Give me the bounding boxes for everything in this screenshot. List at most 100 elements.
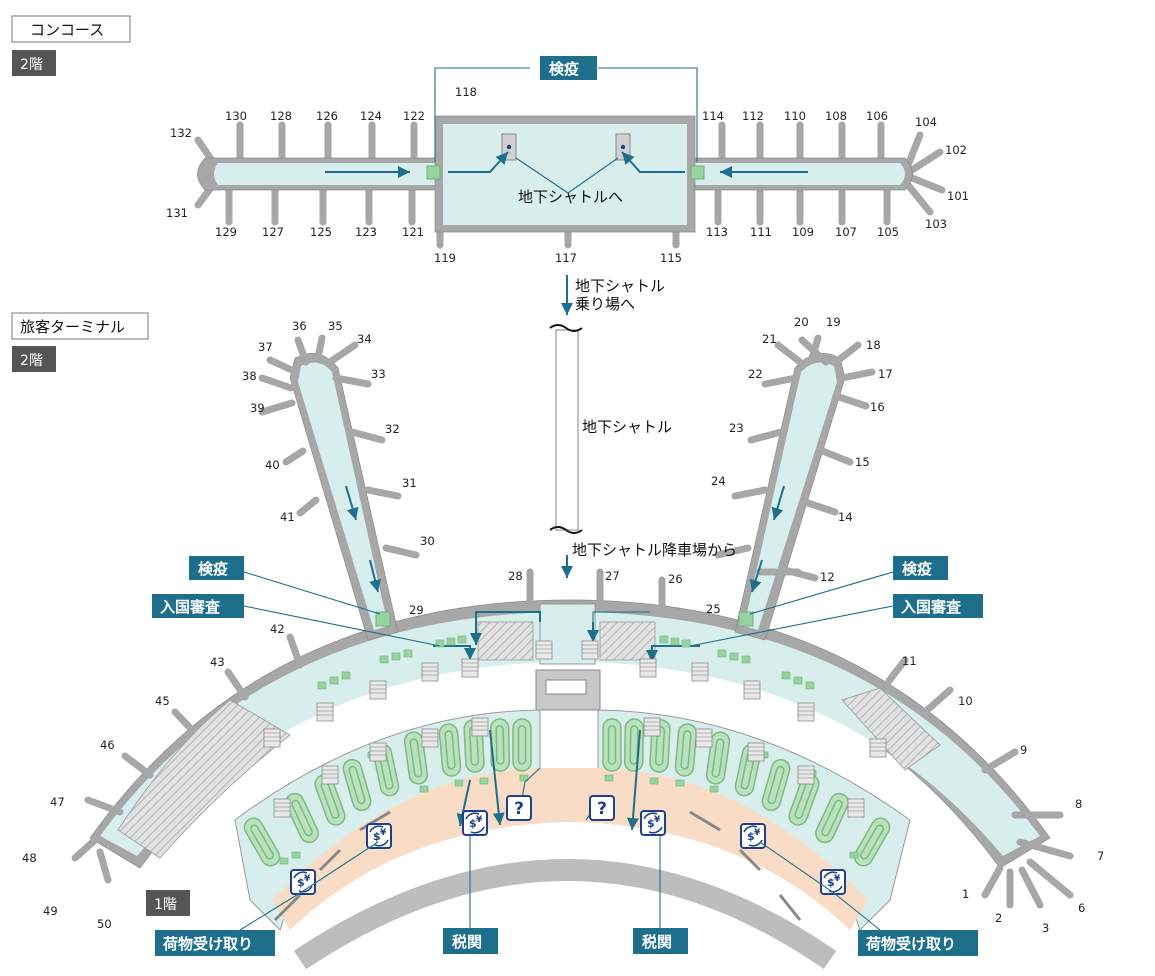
info-symbol-left: ? [514, 799, 524, 819]
currency-exchange-icon [820, 869, 846, 895]
section-box-concourse [11, 15, 131, 43]
gate-16: 16 [870, 400, 885, 414]
floor-label-terminal: 2階 [20, 353, 43, 369]
gate-22: 22 [748, 367, 763, 381]
floor-label-arrival: 1階 [154, 897, 177, 913]
tag-baggage-claim-east-text: 荷物受け取り [866, 935, 956, 953]
gate-129: 129 [215, 225, 237, 239]
gate-39: 39 [250, 401, 265, 415]
gate-114: 114 [702, 109, 724, 123]
tag-immigration-east [893, 594, 983, 618]
gate-17: 17 [878, 367, 893, 381]
gate-26: 26 [668, 572, 683, 586]
tag-quarantine-east [893, 556, 948, 580]
gate-132: 132 [170, 126, 192, 140]
gate-113: 113 [706, 225, 728, 239]
gate-12: 12 [820, 570, 835, 584]
tag-quarantine-east-text: 検疫 [902, 560, 932, 578]
tag-baggage-claim-west [155, 930, 275, 956]
callout-leaders [239, 571, 894, 931]
gate-23: 23 [729, 421, 744, 435]
gate-9: 9 [1020, 743, 1027, 757]
gate-1: 1 [962, 887, 969, 901]
gate-107: 107 [835, 225, 857, 239]
floor-badge-arrival [146, 890, 190, 916]
gate-6: 6 [1078, 901, 1085, 915]
tag-immigration-east-text: 入国審査 [901, 598, 962, 616]
gate-115: 115 [660, 251, 682, 265]
label-shuttle: 地下シャトル [582, 418, 672, 436]
gate-123: 123 [355, 225, 377, 239]
gate-34: 34 [357, 332, 372, 346]
gate-118: 118 [455, 85, 477, 99]
tag-quarantine-west [189, 556, 244, 580]
gate-28: 28 [508, 569, 523, 583]
gate-130: 130 [225, 109, 247, 123]
gate-45: 45 [155, 694, 170, 708]
floor-label-concourse: 2階 [20, 57, 43, 73]
gate-105: 105 [877, 225, 899, 239]
tag-customs-west [443, 928, 498, 954]
gate-11: 11 [902, 654, 917, 668]
gate-101: 101 [947, 189, 969, 203]
tag-quarantine-concourse-text: 検疫 [549, 60, 579, 78]
gate-15: 15 [855, 455, 870, 469]
tag-customs-west-text: 税関 [452, 933, 482, 951]
gate-109: 109 [792, 225, 814, 239]
gate-21: 21 [762, 332, 777, 346]
gate-119: 119 [434, 251, 456, 265]
label-shuttle-platform-1: 地下シャトル [575, 277, 665, 295]
info-symbol-right: ? [597, 799, 607, 819]
gate-125: 125 [310, 225, 332, 239]
gate-48: 48 [22, 851, 37, 865]
gate-33: 33 [371, 367, 386, 381]
gate-102: 102 [945, 143, 967, 157]
tag-quarantine-west-text: 検疫 [198, 560, 228, 578]
tag-quarantine-concourse [540, 56, 597, 80]
gate-106: 106 [866, 109, 888, 123]
currency-exchange-icon [740, 823, 766, 849]
gate-37: 37 [258, 340, 273, 354]
gate-128: 128 [270, 109, 292, 123]
gate-117: 117 [555, 251, 577, 265]
label-to-shuttle: 地下シャトルへ [518, 188, 623, 206]
passenger-terminal-building: ? ? [71, 334, 1074, 970]
gate-40: 40 [265, 458, 280, 472]
gate-122: 122 [403, 109, 425, 123]
gate-25: 25 [706, 602, 721, 616]
gate-103: 103 [925, 217, 947, 231]
gate-41: 41 [280, 510, 295, 524]
label-shuttle-platform-2: 乗り場へ [575, 295, 635, 313]
gate-32: 32 [385, 422, 400, 436]
gate-121: 121 [402, 225, 424, 239]
label-from-shuttle: 地下シャトル降車場から [572, 541, 737, 559]
floor-badge-terminal [12, 346, 56, 372]
gate-30: 30 [420, 534, 435, 548]
gate-108: 108 [825, 109, 847, 123]
gate-18: 18 [866, 338, 881, 352]
gate-2: 2 [995, 911, 1002, 925]
gate-43: 43 [210, 655, 225, 669]
currency-exchange-icon [640, 810, 666, 836]
tag-customs-east [633, 928, 688, 954]
concourse-gate-numbers: 132 130 128 126 124 122 118 114 112 110 … [166, 85, 969, 265]
gate-50: 50 [97, 917, 112, 931]
concourse-building [194, 67, 946, 249]
underground-shuttle-tunnel [549, 275, 583, 578]
gate-36: 36 [292, 319, 307, 333]
floor-badge-concourse [12, 50, 56, 76]
gate-38: 38 [242, 369, 257, 383]
tag-immigration-west [152, 594, 244, 618]
gate-49: 49 [43, 904, 58, 918]
gate-8: 8 [1075, 797, 1082, 811]
gate-126: 126 [316, 109, 338, 123]
gate-104: 104 [915, 115, 937, 129]
gate-111: 111 [750, 225, 772, 239]
gate-3: 3 [1042, 921, 1049, 935]
tag-baggage-claim-west-text: 荷物受け取り [163, 935, 253, 953]
gate-7: 7 [1097, 849, 1104, 863]
tag-customs-east-text: 税関 [642, 933, 672, 951]
gate-10: 10 [958, 694, 973, 708]
gate-127: 127 [262, 225, 284, 239]
